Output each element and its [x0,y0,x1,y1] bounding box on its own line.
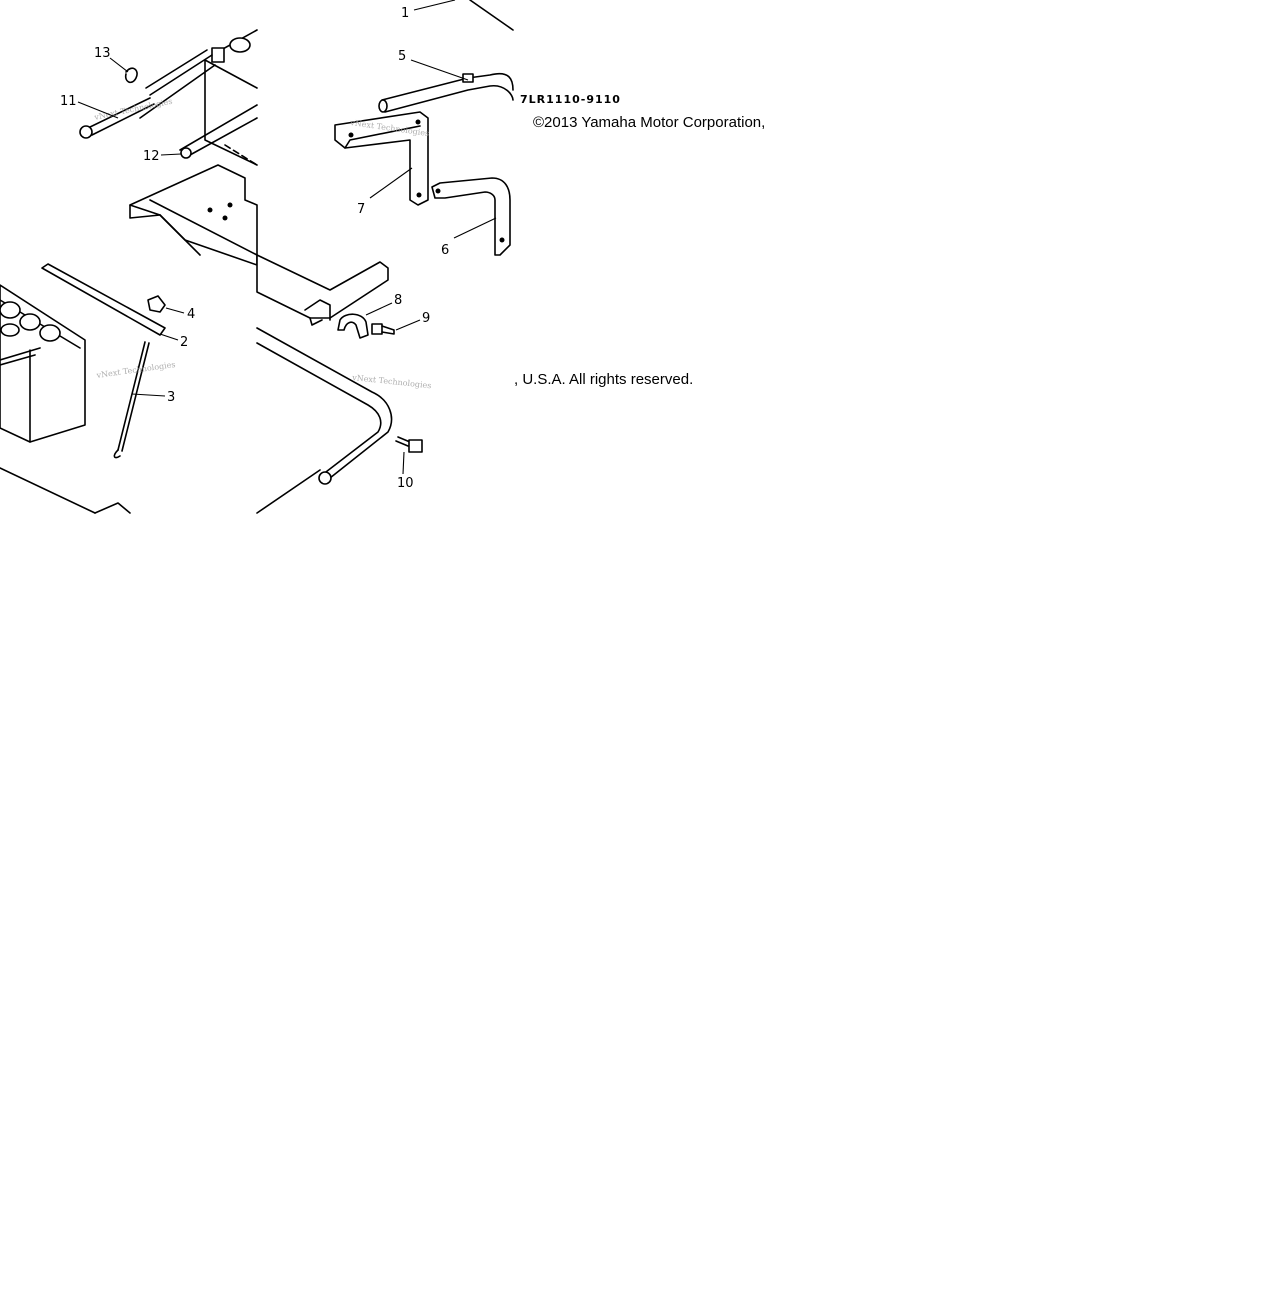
callout-10: 10 [397,476,414,491]
watermark-1: vNext Technologies [93,97,174,123]
bracket-5-drawing [378,72,514,113]
callout-6: 6 [441,243,449,258]
bolt-9-drawing [371,323,395,335]
bracket-7-drawing [334,111,429,206]
callout-4: 4 [187,307,195,322]
rod-3-drawing [113,341,150,459]
wing-nut-4-drawing [147,295,166,313]
callout-5: 5 [398,49,406,64]
part-code-label: 7LR1110-9110 [520,93,621,106]
tile-middle [256,0,514,514]
tray-end-drawing [256,254,389,326]
bolt-10-drawing [395,436,423,453]
callout-1: 1 [401,6,409,21]
battery-upper-drawing [139,29,258,166]
callout-8: 8 [394,293,402,308]
bracket-6-drawing [431,177,511,256]
battery-tray-drawing [129,164,258,266]
copyright-text-line-1: ©2013 Yamaha Motor Corporation, [533,114,766,131]
frame-tube-drawing [256,327,393,514]
tile-left [0,29,258,514]
callout-9: 9 [422,311,430,326]
cable-11-drawing [79,97,155,139]
callouts: 1 5 13 11 12 7 6 4 2 3 8 9 10 [60,0,497,491]
callout-7: 7 [357,202,365,217]
clip-8-drawing [337,313,369,339]
callout-13: 13 [94,46,111,61]
callout-11: 11 [60,94,77,109]
callout-2: 2 [180,335,188,350]
callout-12: 12 [143,149,160,164]
clamp-13-drawing [124,67,138,84]
callout-3: 3 [167,390,175,405]
strap-2-drawing [41,263,166,336]
battery-lower-drawing [0,284,86,443]
copyright-text-line-2: , U.S.A. All rights reserved. [514,371,694,388]
